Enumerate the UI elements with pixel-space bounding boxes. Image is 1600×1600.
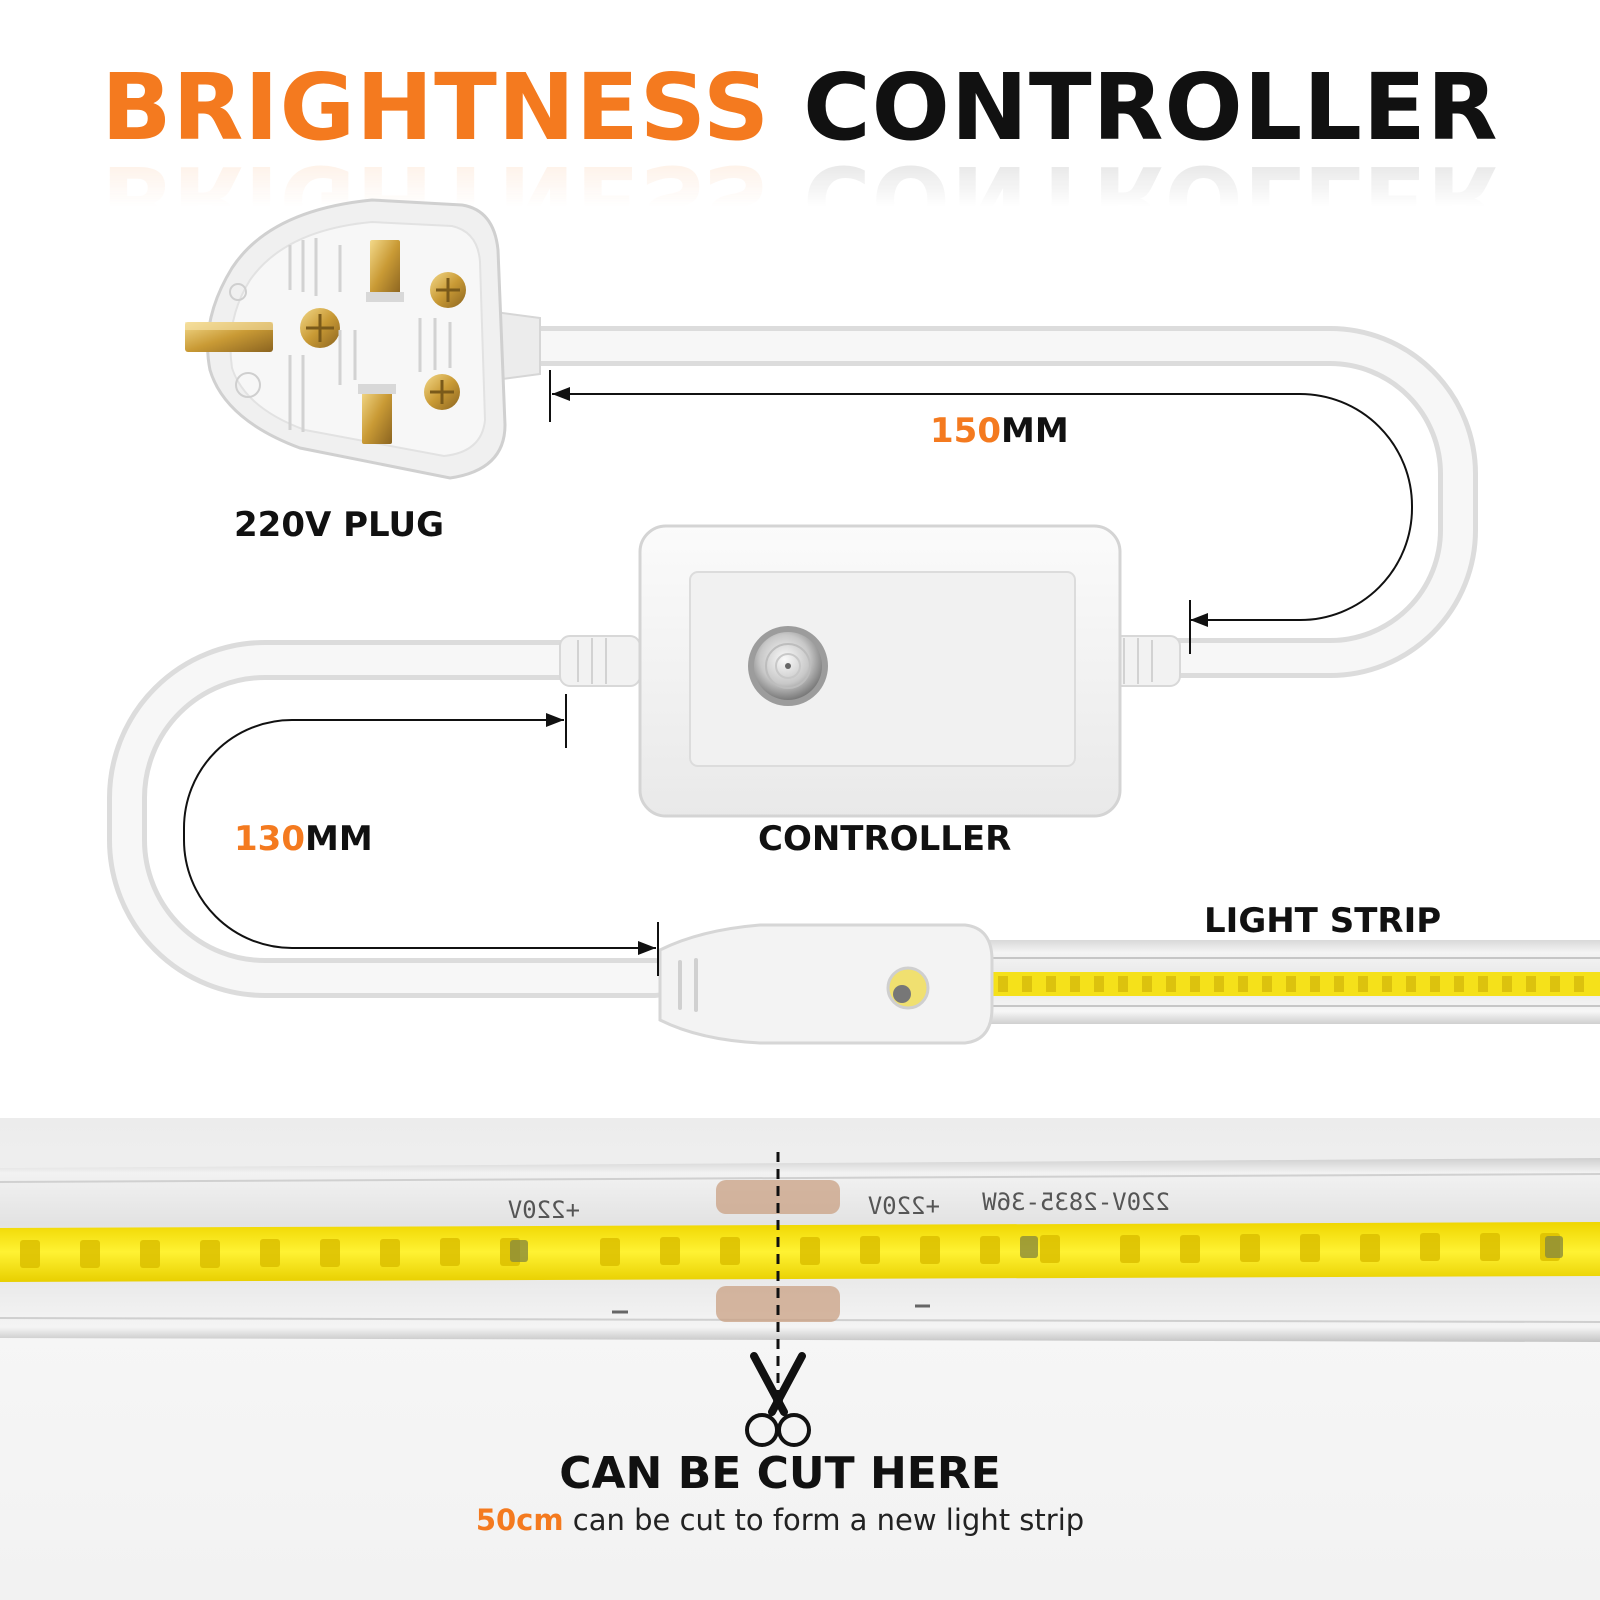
scissors-icon — [745, 1352, 811, 1447]
strip-closeup: +220V +220V 220V-2835-36W — [0, 1152, 1600, 1447]
label-220v-plug: 220V PLUG — [234, 505, 445, 545]
cut-here-subtitle: 50cm can be cut to form a new light stri… — [0, 1506, 1560, 1535]
product-illustration — [107, 198, 1600, 1045]
cut-length-value: 50cm — [475, 1503, 564, 1537]
light-strip — [658, 923, 1600, 1045]
strip-mark-a: +220V — [508, 1196, 580, 1224]
dimension-arrow-130mm — [183, 694, 659, 976]
label-150mm-unit: MM — [1000, 411, 1069, 451]
cut-here-title: CAN BE CUT HERE — [559, 1448, 1001, 1499]
strip-mark-b: +220V — [868, 1192, 940, 1220]
label-light-strip: LIGHT STRIP — [1204, 901, 1442, 941]
title-brightness: BRIGHTNESS — [101, 54, 771, 161]
label-controller: CONTROLLER — [758, 819, 1012, 859]
controller-box — [559, 524, 1181, 818]
uk-plug-icon — [185, 198, 507, 480]
cable-controller-to-strip — [107, 640, 675, 998]
cut-here-subtitle-text: can be cut to form a new light strip — [563, 1503, 1085, 1537]
label-130mm-unit: MM — [304, 819, 373, 859]
dimmer-knob-icon — [748, 626, 828, 706]
label-150mm-value: 150 — [930, 411, 1001, 451]
label-130mm: 130MM — [234, 822, 373, 856]
strip-mark-spec: 220V-2835-36W — [982, 1188, 1170, 1216]
page-title: BRIGHTNESS CONTROLLER — [0, 62, 1600, 154]
label-150mm: 150MM — [930, 414, 1069, 448]
title-controller: CONTROLLER — [803, 54, 1499, 161]
label-130mm-value: 130 — [234, 819, 305, 859]
dimension-arrow-150mm — [549, 370, 1413, 654]
